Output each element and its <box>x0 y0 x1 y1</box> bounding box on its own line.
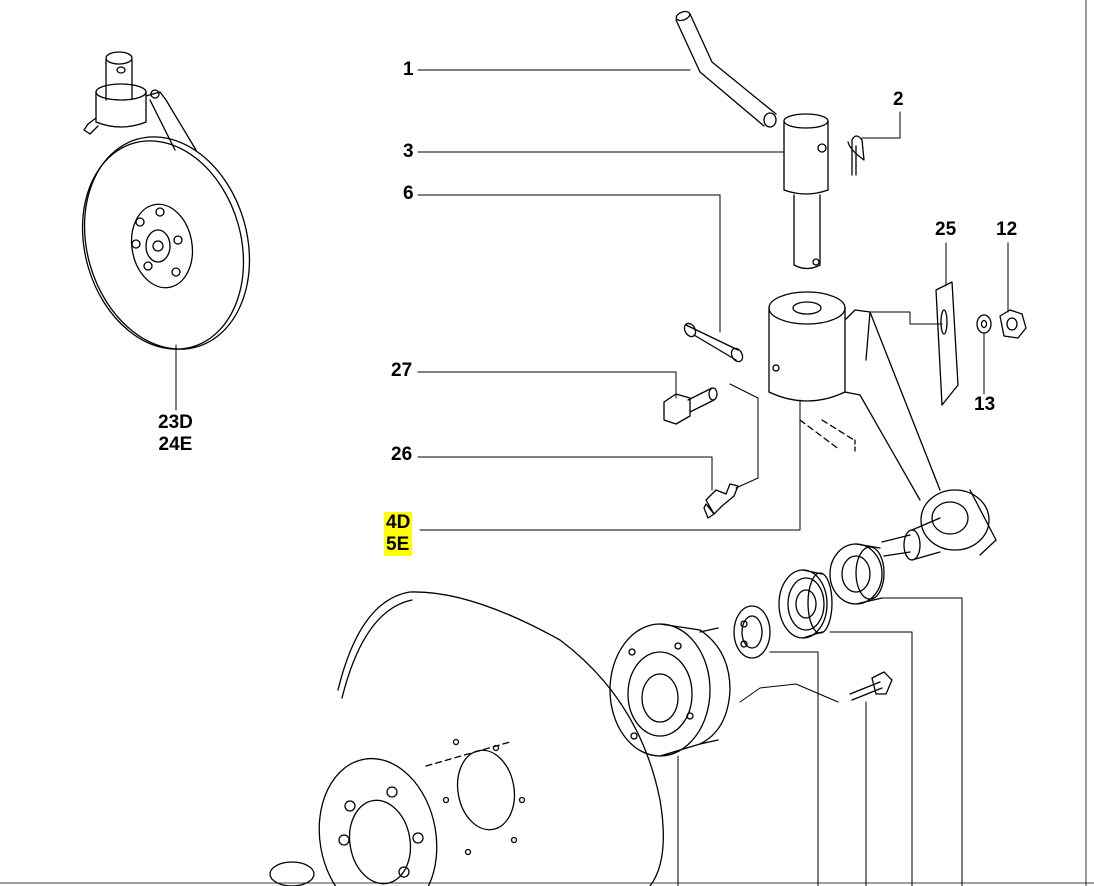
grease-fitting-part-26 <box>703 483 739 519</box>
snap-ring <box>733 605 771 659</box>
callout-27: 27 <box>391 360 413 381</box>
callout-4D: 4D <box>384 512 413 534</box>
hub-bolt <box>849 671 893 701</box>
callout-6: 6 <box>403 183 414 204</box>
hub-flange <box>609 623 731 757</box>
small-disc-assembly <box>81 51 251 411</box>
callout-4D-5E: 4D 5E <box>384 512 413 556</box>
leader-lines <box>417 69 1009 886</box>
clip-part-2 <box>847 135 865 176</box>
arm-part-4D-5E <box>768 291 997 561</box>
large-disc <box>269 591 664 886</box>
callout-2: 2 <box>893 89 904 110</box>
bracket-part-25 <box>935 281 959 406</box>
callout-23D-24E: 23D 24E <box>158 412 193 456</box>
handle-part-1 <box>675 10 777 128</box>
callout-26: 26 <box>391 444 413 465</box>
nut-part-12 <box>999 309 1027 339</box>
callout-13: 13 <box>974 394 996 415</box>
seal-ring <box>829 543 885 605</box>
bearing <box>778 569 833 639</box>
callout-1: 1 <box>403 59 414 80</box>
bolt-part-27 <box>663 387 718 425</box>
callout-23D: 23D <box>158 412 193 433</box>
callout-3: 3 <box>403 141 414 162</box>
pin-part-3 <box>783 113 829 270</box>
callout-25: 25 <box>935 219 957 240</box>
washer-part-13 <box>976 314 992 334</box>
callout-5E: 5E <box>384 534 413 556</box>
callout-12: 12 <box>996 219 1018 240</box>
roll-pin-part-6 <box>683 322 744 363</box>
callout-24E: 24E <box>158 434 193 455</box>
